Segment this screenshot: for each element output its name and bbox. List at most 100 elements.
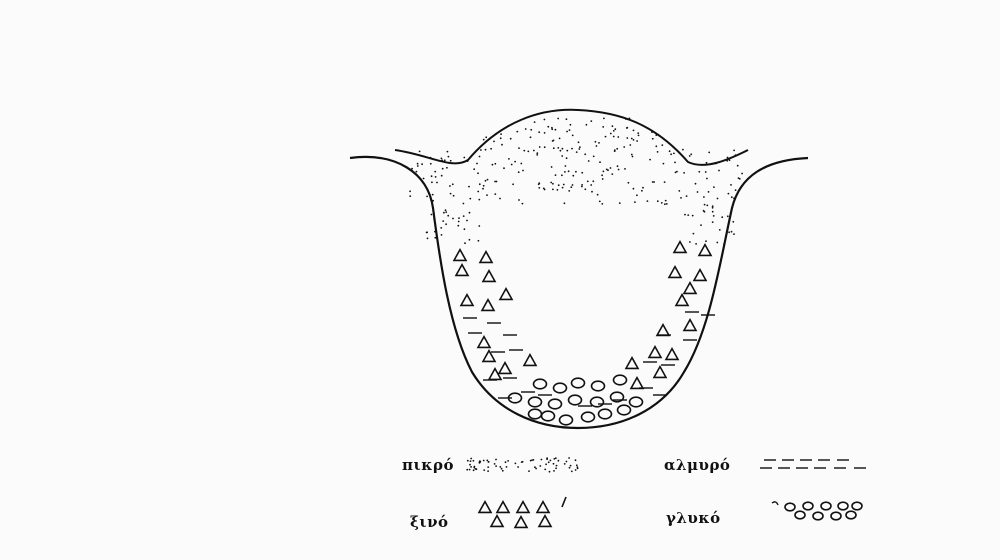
circle-mark xyxy=(630,397,643,407)
stipple-dot xyxy=(669,150,671,152)
triangle-mark xyxy=(483,271,495,282)
circle-mark xyxy=(785,503,795,511)
stipple-dot xyxy=(473,469,475,471)
stipple-dot xyxy=(487,470,489,472)
stipple-dot xyxy=(549,471,551,473)
stipple-dot xyxy=(566,461,568,463)
stipple-dot xyxy=(649,159,651,161)
stipple-dot xyxy=(581,184,583,186)
stipple-dot xyxy=(488,461,490,463)
stipple-dot xyxy=(441,159,443,161)
stipple-dot xyxy=(440,227,442,229)
stipple-dot xyxy=(490,148,492,150)
stipple-dot xyxy=(739,178,741,180)
stipple-dot xyxy=(553,470,555,472)
stipple-dot xyxy=(434,231,436,233)
stipple-dot xyxy=(500,137,502,139)
triangle-mark xyxy=(499,363,511,374)
stipple-dot xyxy=(737,165,739,167)
stipple-dot xyxy=(587,181,589,183)
stipple-dot xyxy=(692,215,694,217)
stipple-dot xyxy=(543,188,545,190)
stipple-dot xyxy=(441,175,443,177)
stipple-dot xyxy=(409,190,411,192)
stipple-dot xyxy=(458,221,460,223)
stipple-dot xyxy=(564,202,566,204)
stipple-dot xyxy=(633,130,635,132)
stipple-dot xyxy=(655,145,657,147)
triangle-mark xyxy=(491,516,503,527)
stipple-dot xyxy=(520,163,522,165)
stipple-dot xyxy=(445,223,447,225)
stipple-dot xyxy=(546,458,548,460)
stipple-dot xyxy=(544,146,546,148)
stipple-dot xyxy=(552,189,554,191)
stipple-dot xyxy=(436,182,438,184)
stipple-dot xyxy=(522,203,524,205)
stipple-dot xyxy=(575,459,577,461)
stipple-dot xyxy=(713,215,715,217)
stipple-dot xyxy=(470,466,472,468)
stipple-dot xyxy=(575,171,577,173)
stipple-dot xyxy=(665,200,667,202)
stipple-dot xyxy=(684,214,686,216)
stipple-dot xyxy=(557,118,559,120)
stipple-dot xyxy=(577,468,579,470)
stipple-dot xyxy=(617,136,619,138)
triangle-mark xyxy=(674,242,686,253)
stipple-dot xyxy=(445,209,447,211)
stipple-dot xyxy=(531,459,533,461)
stipple-dot xyxy=(626,137,628,139)
stipple-dot xyxy=(448,156,450,158)
stipple-dot xyxy=(606,169,608,171)
stipple-dot xyxy=(547,126,549,128)
stipple-dot xyxy=(551,166,553,168)
stipple-dot xyxy=(423,178,425,180)
stipple-dot xyxy=(572,175,574,177)
stipple-dot xyxy=(590,120,592,122)
stipple-dot xyxy=(705,171,707,173)
circle-mark xyxy=(618,405,631,415)
stipple-dot xyxy=(527,151,529,153)
stipple-dot xyxy=(557,147,559,149)
stipple-dot xyxy=(686,195,688,197)
stipple-dot xyxy=(605,136,607,138)
triangle-mark xyxy=(456,265,468,276)
stipple-dot xyxy=(584,188,586,190)
stipple-dot xyxy=(625,118,627,120)
stipple-dot xyxy=(426,232,428,234)
stipple-dot xyxy=(561,155,563,157)
stipple-dot xyxy=(528,470,530,472)
stipple-dot xyxy=(470,460,472,462)
bitter-swatch-icon xyxy=(466,457,578,473)
stipple-dot xyxy=(735,189,737,191)
stipple-dot xyxy=(653,181,655,183)
stipple-dot xyxy=(732,221,734,223)
circle-mark xyxy=(554,383,567,393)
stipple-dot xyxy=(501,468,503,470)
stipple-dot xyxy=(409,195,411,197)
stipple-dot xyxy=(492,164,494,166)
stipple-dot xyxy=(430,199,432,201)
stipple-dot xyxy=(450,193,452,195)
circle-mark xyxy=(591,397,604,407)
stipple-dot xyxy=(706,178,708,180)
stipple-dot xyxy=(703,196,705,198)
stipple-dot xyxy=(633,139,635,141)
stipple-dot xyxy=(516,131,518,133)
stipple-dot xyxy=(544,119,546,121)
stipple-dot xyxy=(599,161,601,163)
stipple-dot xyxy=(690,153,692,155)
stipple-dot xyxy=(713,186,715,188)
triangle-mark xyxy=(626,358,638,369)
stipple-dot xyxy=(601,174,603,176)
stipple-dot xyxy=(505,461,507,463)
stipple-dot xyxy=(634,201,636,203)
stipple-dot xyxy=(708,152,710,154)
triangle-mark xyxy=(480,252,492,263)
stipple-dot xyxy=(479,183,481,185)
stipple-dot xyxy=(680,197,682,199)
stipple-dot xyxy=(708,191,710,193)
stipple-dot xyxy=(718,170,720,172)
